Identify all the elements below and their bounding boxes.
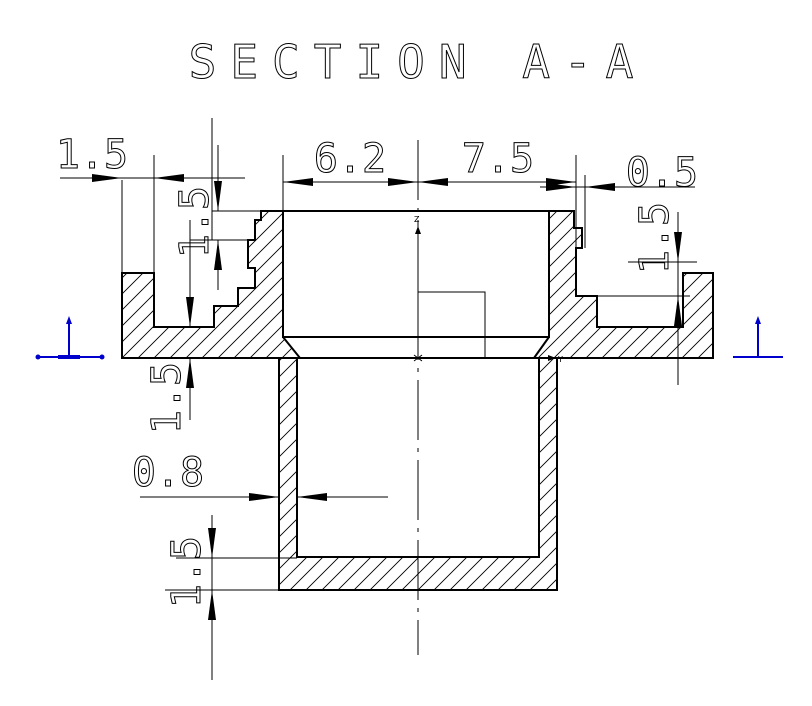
center-axis: Z Y [413,140,563,655]
dim-label: 1.5 [632,202,678,274]
dim-flange-left-width: 1.5 [55,132,245,182]
section-marker-right [733,316,783,358]
y-axis-label: Y [557,355,563,364]
dim-label: 1.5 [164,536,210,608]
dim-label: 1.5 [56,132,128,178]
dim-label: 1.5 [172,186,218,258]
dim-bottom-thickness: 1.5 [164,515,216,680]
dim-label: 0.5 [626,150,698,196]
section-title: SECTION A-A [189,35,648,89]
dim-bore: 6.2 7.5 [283,136,576,186]
section-marker-left [35,316,105,360]
dim-label: 0.8 [132,450,204,496]
dim-flange-thickness: 1.5 [144,220,194,435]
dim-upper-right-height: 1.5 [632,201,682,340]
dim-flange-right-gap: 0.5 [540,150,699,197]
dim-label: 6.2 [314,136,386,182]
dim-upper-left-height: 1.5 [172,145,222,290]
z-axis-label: Z [414,215,420,224]
dim-label: 1.5 [144,362,190,434]
dim-tube-wall: 0.8 [131,450,388,501]
dim-label: 7.5 [462,136,534,182]
